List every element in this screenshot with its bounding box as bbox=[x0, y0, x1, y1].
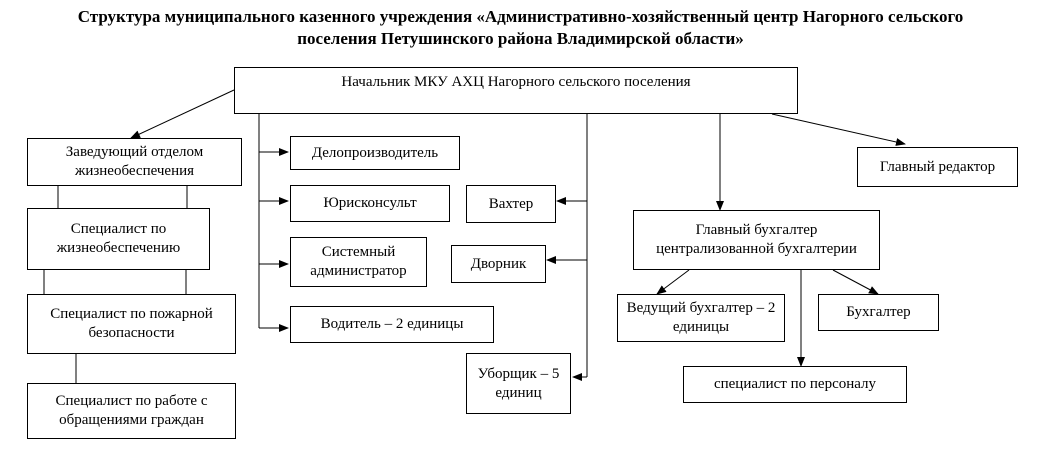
box-cleaner: Уборщик – 5 единиц bbox=[466, 353, 571, 414]
box-life-spec: Специалист по жизнеобеспечению bbox=[27, 208, 210, 270]
box-editor: Главный редактор bbox=[857, 147, 1018, 187]
box-clerk: Делопроизводитель bbox=[290, 136, 460, 170]
arrow-to-lead-acc bbox=[656, 269, 690, 295]
box-head: Начальник МКУ АХЦ Нагорного сельского по… bbox=[234, 67, 798, 114]
box-chief-acc: Главный бухгалтер централизованной бухга… bbox=[633, 210, 880, 270]
arrow-head-to-life-head bbox=[130, 89, 235, 139]
title-line-1: Структура муниципального казенного учреж… bbox=[77, 7, 964, 26]
box-lead-acc: Ведущий бухгалтер – 2 единицы bbox=[617, 294, 785, 342]
box-janitor: Дворник bbox=[451, 245, 546, 283]
arrow-to-editor bbox=[771, 113, 906, 146]
box-hr: специалист по персоналу bbox=[683, 366, 907, 403]
box-lawyer: Юрисконсульт bbox=[290, 185, 450, 222]
box-watchman: Вахтер bbox=[466, 185, 556, 223]
box-life-head: Заведующий отделом жизнеобеспечения bbox=[27, 138, 242, 186]
title-line-2: поселения Петушинского района Владимирск… bbox=[297, 29, 744, 48]
box-citizens-spec: Специалист по работе с обращениями гражд… bbox=[27, 383, 236, 439]
box-fire-spec: Специалист по пожарной безопасности bbox=[27, 294, 236, 354]
box-sysadmin: Системный администратор bbox=[290, 237, 427, 287]
box-driver: Водитель – 2 единицы bbox=[290, 306, 494, 343]
box-accountant: Бухгалтер bbox=[818, 294, 939, 331]
diagram-title: Структура муниципального казенного учреж… bbox=[0, 6, 1041, 50]
arrow-to-accountant bbox=[832, 269, 879, 295]
